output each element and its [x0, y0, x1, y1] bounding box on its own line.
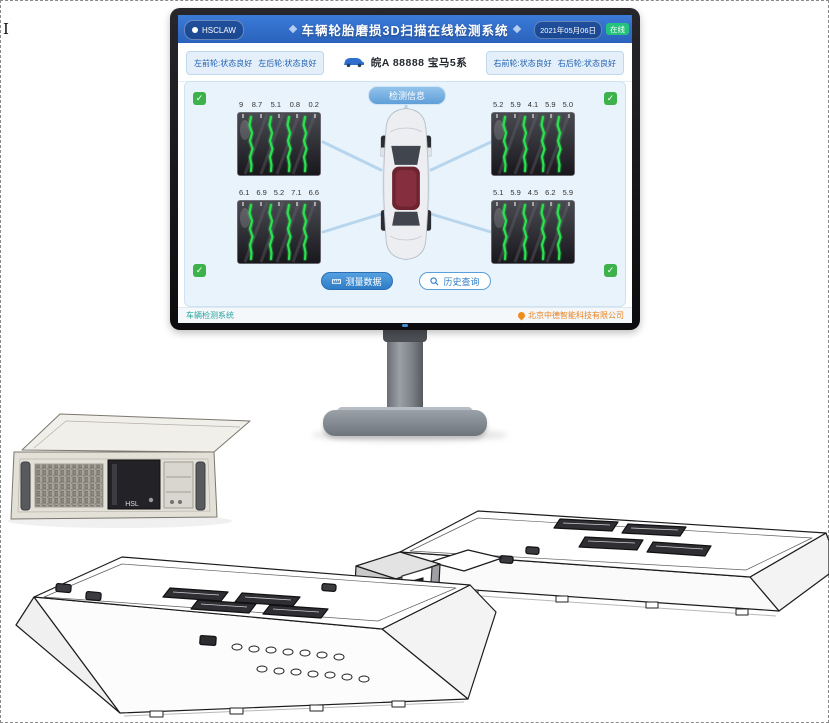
right-ramp-latch	[525, 546, 540, 555]
header-ornament-right	[513, 24, 522, 34]
check-icon	[193, 92, 206, 105]
app-header: 车辆轮胎磨损3D扫描在线检测系统 HSCLAW 2021年05月06日 在线	[178, 15, 632, 43]
brand-badge[interactable]: HSCLAW	[184, 20, 244, 40]
right-wheels-status: 右前轮:状态良好 右后轮:状态良好	[485, 51, 624, 75]
system-status-text: 车辆检测系统	[186, 311, 234, 320]
status-bar: 车辆检测系统 北京中德智能科技有限公司	[178, 307, 632, 323]
detection-info-pill[interactable]: 检测信息	[368, 86, 446, 105]
conduit	[429, 549, 503, 572]
left-ramp-vent-holes	[231, 643, 370, 683]
company-logo-icon	[516, 310, 527, 321]
monitor-stand-base	[323, 410, 487, 436]
magnifier-icon	[430, 276, 439, 285]
left-ramp-feet	[149, 700, 406, 718]
check-icon	[604, 92, 617, 105]
left-wheels-status: 左前轮:状态良好 左后轮:状态良好	[186, 51, 325, 75]
ruler-icon	[332, 278, 342, 284]
left-ramp-latch	[321, 583, 337, 592]
power-led	[402, 324, 408, 327]
date-badge: 2021年05月06日	[534, 21, 602, 39]
left-ramp-latch	[55, 582, 72, 594]
left-ramp-deck	[33, 556, 471, 630]
ipc-handle-left	[20, 461, 31, 511]
measure-data-button[interactable]: 测量数据	[321, 272, 393, 290]
plate-text: 皖A 88888 宝马5系	[370, 56, 468, 69]
left-ramp-sensor	[199, 634, 217, 647]
monitor-screen: 车辆轮胎磨损3D扫描在线检测系统 HSCLAW 2021年05月06日 在线 左…	[178, 15, 632, 323]
tire-scan-image	[237, 200, 321, 264]
ipc-vent-grille	[34, 463, 104, 508]
industrial-pc: HSL	[8, 413, 251, 528]
brand-dot-icon	[192, 27, 198, 33]
vehicle-info-bar: 左前轮:状态良好 左后轮:状态良好 皖A 88888 宝马5系 右前轮:状态良好…	[178, 43, 632, 82]
app-title: 车辆轮胎磨损3D扫描在线检测系统	[301, 23, 509, 38]
history-query-button[interactable]: 历史查询	[419, 272, 491, 290]
ipc-handle-right	[195, 461, 206, 511]
check-icon	[604, 264, 617, 277]
ipc-top	[21, 413, 251, 453]
right-ramp-latch	[499, 555, 514, 564]
text-cursor: I	[3, 20, 9, 38]
online-status-badge: 在线	[606, 23, 629, 35]
monitor-stand-hinge	[383, 330, 427, 342]
tire-scan-image	[491, 112, 575, 176]
tire-scan-image	[491, 200, 575, 264]
header-ornament-left	[288, 24, 297, 34]
left-ramp-latch	[85, 590, 102, 602]
right-ramp	[387, 510, 829, 617]
monitor-stand-neck	[387, 330, 423, 416]
left-ramp-scan-slots	[162, 587, 329, 619]
tire-scan-image	[237, 112, 321, 176]
right-ramp-scan-slots	[553, 518, 712, 557]
left-ramp	[15, 556, 497, 718]
ipc-bays	[163, 461, 194, 509]
car-side-icon	[343, 58, 364, 68]
company-text: 北京中德智能科技有限公司	[516, 310, 624, 321]
car-top-view	[378, 106, 434, 262]
ipc-model-label: HSL	[125, 501, 139, 508]
detection-panel: 98.75.10.80.2 5.25.94.15.95.0 6.16.95.27…	[184, 81, 626, 307]
vehicle-plate: 皖A 88888 宝马5系	[343, 55, 468, 70]
check-icon	[193, 264, 206, 277]
ipc-keylock	[148, 497, 154, 503]
